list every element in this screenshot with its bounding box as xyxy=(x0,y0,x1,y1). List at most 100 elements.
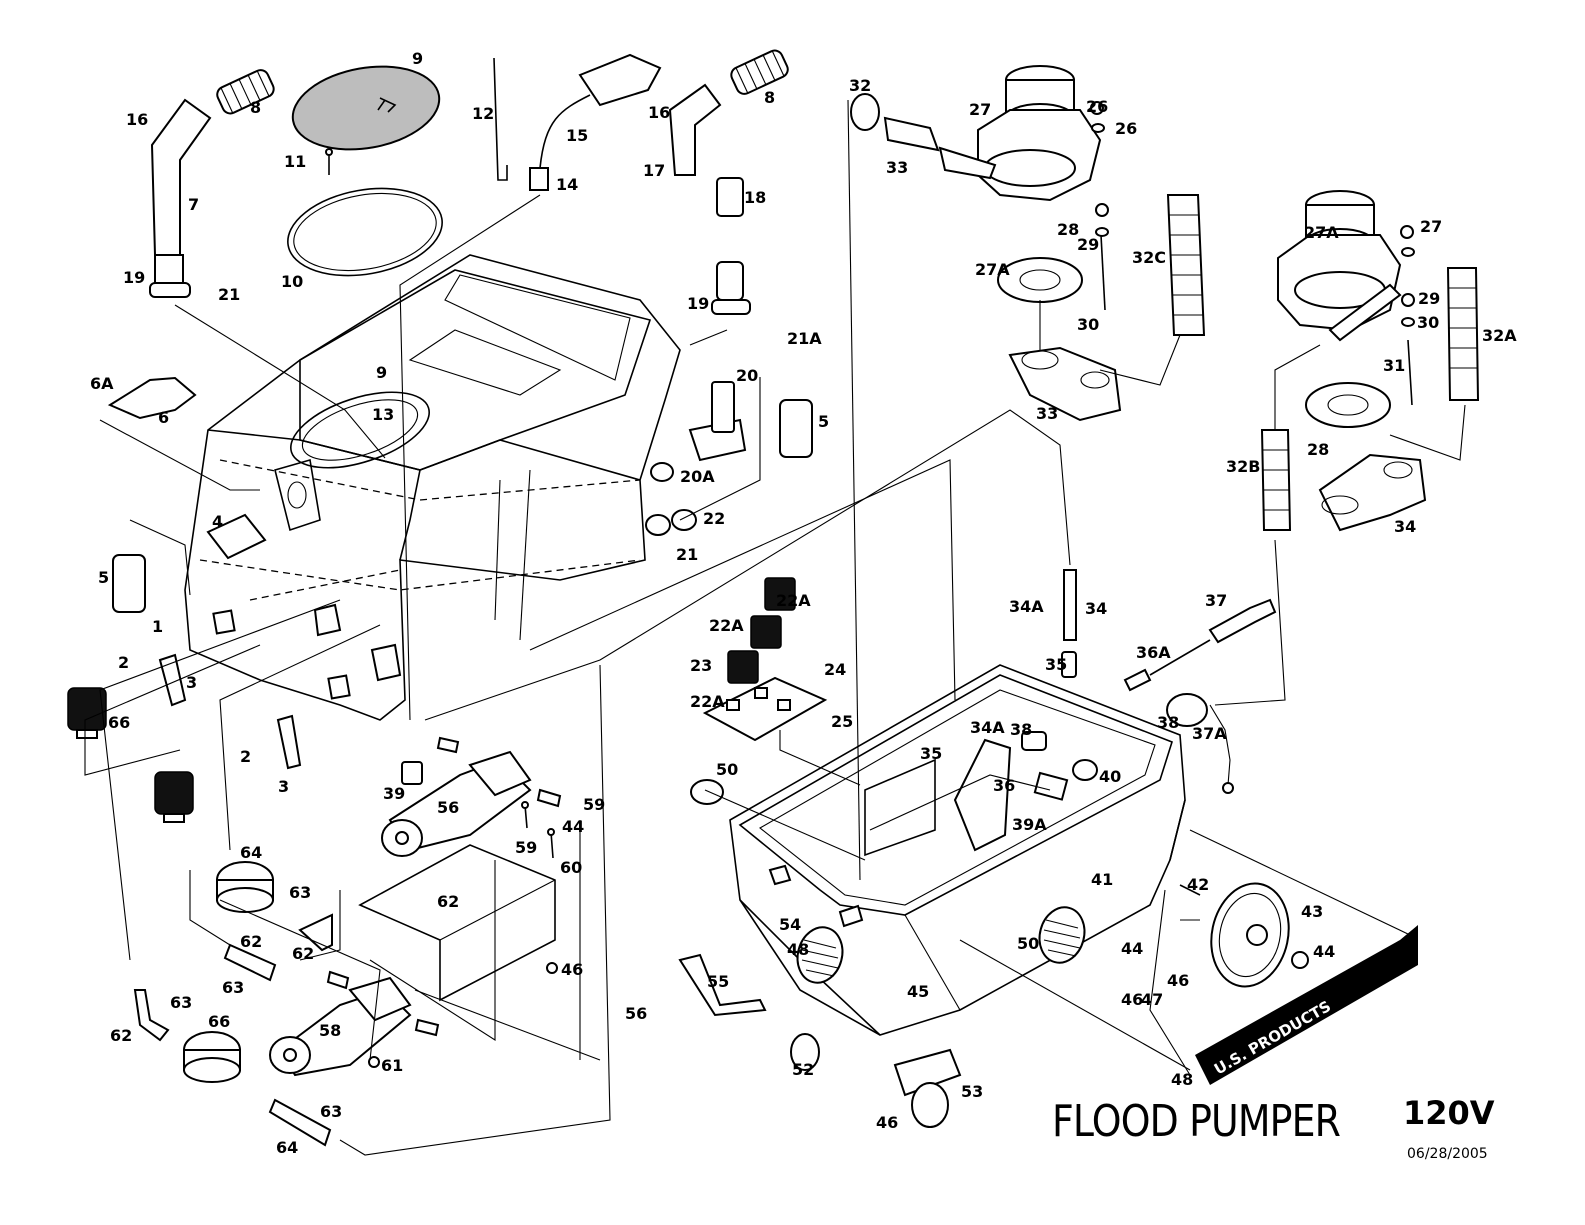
pump-assemblies xyxy=(133,736,562,1147)
part-callout-2: 2 xyxy=(118,653,129,672)
part-callout-27: 27 xyxy=(1420,217,1442,236)
part-callout-29: 29 xyxy=(1077,235,1099,254)
part-callout-35: 35 xyxy=(1045,655,1067,674)
tank-parts xyxy=(67,49,813,823)
part-callout-64: 64 xyxy=(276,1138,298,1157)
part-callout-42: 42 xyxy=(1187,875,1209,894)
part-callout-50: 50 xyxy=(1017,934,1039,953)
part-callout-28: 28 xyxy=(1057,220,1079,239)
part-callout-27a: 27A xyxy=(1304,223,1339,242)
part-callout-62: 62 xyxy=(110,1026,132,1045)
part-callout-45: 45 xyxy=(907,982,929,1001)
part-callout-40: 40 xyxy=(1099,767,1121,786)
part-callout-58: 58 xyxy=(319,1021,341,1040)
part-callout-21: 21 xyxy=(218,285,240,304)
part-callout-46: 46 xyxy=(1167,971,1189,990)
part-callout-30: 30 xyxy=(1077,315,1099,334)
part-callout-66: 66 xyxy=(108,713,130,732)
part-callout-17: 17 xyxy=(643,161,665,180)
part-callout-44: 44 xyxy=(1121,939,1143,958)
part-callout-11: 11 xyxy=(284,152,306,171)
part-callout-46: 46 xyxy=(561,960,583,979)
part-callout-44: 44 xyxy=(562,817,584,836)
part-callout-46: 46 xyxy=(876,1113,898,1132)
part-callout-22a: 22A xyxy=(776,591,811,610)
vacuum-motors xyxy=(850,65,1480,532)
part-callout-19: 19 xyxy=(687,294,709,313)
part-callout-37: 37 xyxy=(1205,591,1227,610)
part-callout-54: 54 xyxy=(779,915,801,934)
part-callout-59: 59 xyxy=(583,795,605,814)
part-callout-26: 26 xyxy=(1086,97,1108,116)
part-callout-37a: 37A xyxy=(1192,724,1227,743)
part-callout-53: 53 xyxy=(961,1082,983,1101)
part-callout-33: 33 xyxy=(886,158,908,177)
part-callout-34: 34 xyxy=(1085,599,1107,618)
part-callout-16: 16 xyxy=(126,110,148,129)
part-callout-61: 61 xyxy=(381,1056,403,1075)
part-callout-30: 30 xyxy=(1417,313,1439,332)
part-callout-36: 36 xyxy=(993,776,1015,795)
part-callout-35: 35 xyxy=(920,744,942,763)
part-callout-22: 22 xyxy=(703,509,725,528)
part-callout-29: 29 xyxy=(1418,289,1440,308)
part-callout-20a: 20A xyxy=(680,467,715,486)
part-callout-62: 62 xyxy=(437,892,459,911)
part-callout-28: 28 xyxy=(1307,440,1329,459)
part-callout-7: 7 xyxy=(188,195,199,214)
part-callout-38: 38 xyxy=(1010,720,1032,739)
part-callout-23: 23 xyxy=(690,656,712,675)
part-callout-48: 48 xyxy=(1171,1070,1193,1089)
part-callout-16: 16 xyxy=(648,103,670,122)
part-callout-62: 62 xyxy=(292,944,314,963)
part-callout-6: 6 xyxy=(158,408,169,427)
part-callout-19: 19 xyxy=(123,268,145,287)
part-callout-47: 47 xyxy=(1141,990,1163,1009)
part-callout-3: 3 xyxy=(186,673,197,692)
part-callout-59: 59 xyxy=(515,838,537,857)
diagram-title: FLOOD PUMPER xyxy=(1052,1096,1341,1147)
part-callout-25: 25 xyxy=(831,712,853,731)
part-callout-15: 15 xyxy=(566,126,588,145)
part-callout-8: 8 xyxy=(764,88,775,107)
part-callout-56: 56 xyxy=(437,798,459,817)
part-callout-55: 55 xyxy=(707,972,729,991)
part-callout-63: 63 xyxy=(289,883,311,902)
part-callout-48: 48 xyxy=(787,940,809,959)
part-callout-64: 64 xyxy=(240,843,262,862)
part-callout-4: 4 xyxy=(212,512,223,531)
part-callout-24: 24 xyxy=(824,660,846,679)
part-callout-63: 63 xyxy=(170,993,192,1012)
part-callout-46: 46 xyxy=(1121,990,1143,1009)
part-callout-13: 13 xyxy=(372,405,394,424)
part-callout-32b: 32B xyxy=(1226,457,1260,476)
part-callout-5: 5 xyxy=(98,568,109,587)
part-callout-36a: 36A xyxy=(1136,643,1171,662)
part-callout-32a: 32A xyxy=(1482,326,1517,345)
part-callout-32c: 32C xyxy=(1132,248,1166,267)
part-callout-66: 66 xyxy=(208,1012,230,1031)
part-callout-60: 60 xyxy=(560,858,582,877)
solution-tank xyxy=(184,254,681,721)
leader-lines xyxy=(84,99,1466,1156)
part-callout-6a: 6A xyxy=(90,374,114,393)
voltage-label: 120V xyxy=(1403,1094,1495,1132)
part-callout-26: 26 xyxy=(1115,119,1137,138)
part-callout-56: 56 xyxy=(625,1004,647,1023)
part-callout-34: 34 xyxy=(1394,517,1416,536)
part-callout-14: 14 xyxy=(556,175,578,194)
part-callout-18: 18 xyxy=(744,188,766,207)
part-callout-39: 39 xyxy=(383,784,405,803)
part-callout-9: 9 xyxy=(376,363,387,382)
part-callout-21: 21 xyxy=(676,545,698,564)
part-callout-9: 9 xyxy=(412,49,423,68)
part-callout-27a: 27A xyxy=(975,260,1010,279)
revision-date: 06/28/2005 xyxy=(1407,1146,1488,1162)
part-callout-44: 44 xyxy=(1313,942,1335,961)
part-callout-41: 41 xyxy=(1091,870,1113,889)
part-callout-63: 63 xyxy=(320,1102,342,1121)
part-callout-38: 38 xyxy=(1157,713,1179,732)
part-callout-3: 3 xyxy=(278,777,289,796)
